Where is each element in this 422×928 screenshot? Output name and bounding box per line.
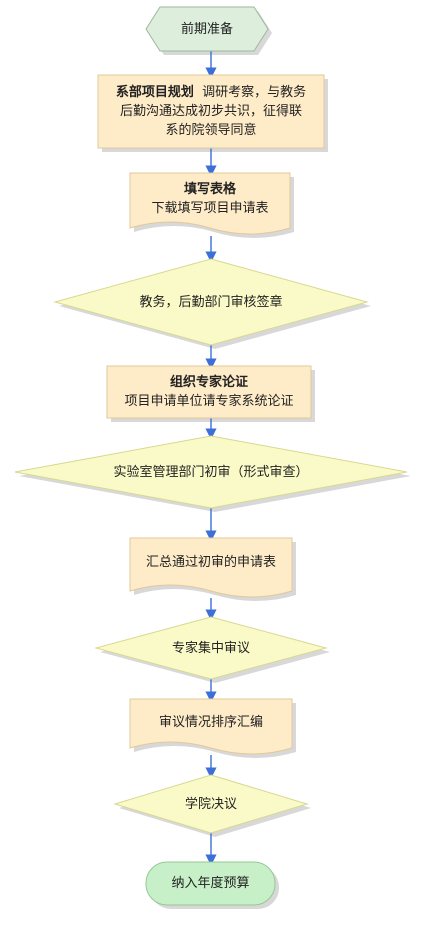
decision-label: 学院决议	[115, 775, 307, 833]
rank-text: 审议情况排序汇编	[158, 714, 263, 730]
plan-line1: 调研考察，与教务	[202, 85, 307, 100]
expert-box	[106, 365, 312, 419]
rank-document	[129, 698, 293, 755]
end-label: 纳入年度预算	[146, 862, 275, 905]
group-review-label: 专家集中审议	[96, 617, 326, 679]
group-review-text: 专家集中审议	[171, 640, 250, 656]
plan-box	[97, 74, 325, 149]
plan-label: 系部项目规划 调研考察，与教务 后勤沟通达成初步共识，征得联 系的院领导同意	[98, 75, 324, 148]
start-text: 前期准备	[180, 21, 233, 37]
plan-line-first: 系部项目规划 调研考察，与教务	[116, 83, 306, 102]
lab-review-decision	[14, 435, 408, 509]
form-label: 填写表格 下载填写项目申请表	[130, 173, 290, 225]
lab-review-text: 实验室管理部门初审（形式审查）	[113, 464, 309, 480]
form-line: 下载填写项目申请表	[151, 201, 269, 216]
plan-line2: 后勤沟通达成初步共识，征得联	[119, 104, 302, 119]
expert-line: 项目申请单位请专家系统论证	[124, 394, 294, 409]
sign-text: 教务，后勤部门审核签章	[139, 294, 283, 310]
collect-text: 汇总通过初审的申请表	[145, 554, 276, 570]
sign-decision	[53, 258, 369, 346]
start-hexagon	[145, 6, 269, 52]
expert-title: 组织专家论证	[169, 375, 248, 390]
collect-document	[129, 537, 293, 598]
group-review-decision	[94, 616, 328, 680]
form-document	[129, 172, 291, 235]
decision-diamond	[113, 774, 309, 834]
sign-label: 教务，后勤部门审核签章	[55, 259, 367, 345]
expert-label: 组织专家论证 项目申请单位请专家系统论证	[107, 366, 311, 418]
form-title: 填写表格	[183, 182, 236, 197]
plan-line3: 系的院领导同意	[165, 123, 257, 138]
end-terminal	[145, 861, 276, 906]
end-text: 纳入年度预算	[171, 876, 250, 891]
collect-label: 汇总通过初审的申请表	[130, 538, 292, 586]
decision-text: 学院决议	[184, 796, 237, 812]
rank-label: 审议情况排序汇编	[130, 699, 292, 745]
start-label: 前期准备	[146, 7, 268, 51]
lab-review-label: 实验室管理部门初审（形式审查）	[15, 436, 407, 508]
plan-title: 系部项目规划	[115, 85, 194, 100]
